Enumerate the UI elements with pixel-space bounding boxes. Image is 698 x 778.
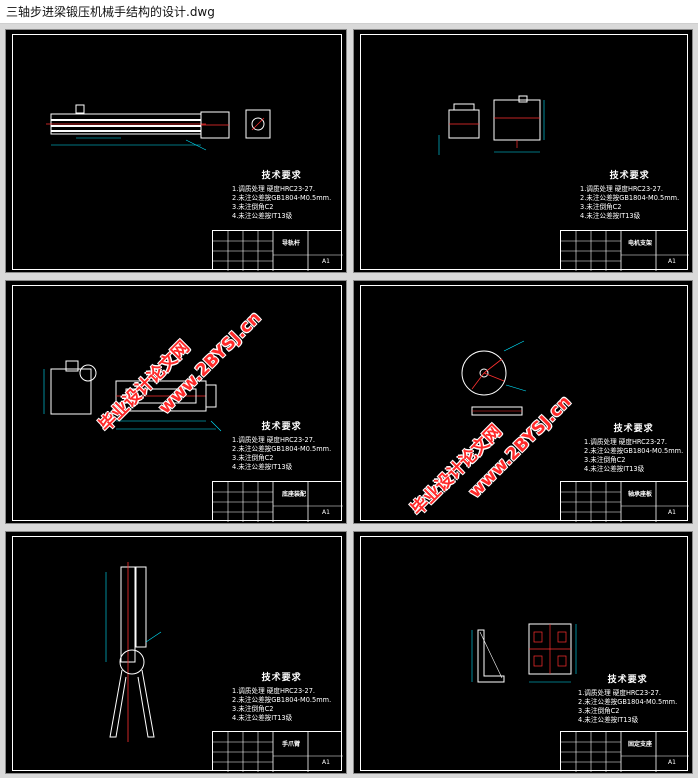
title-block-name: 电机支架 [628, 240, 653, 247]
requirement-line-2: 2.未注公差按GB1804-M0.5mm. [578, 698, 678, 706]
drawing-sheet-grid: 技术要求 1.调质处理 硬度HRC23-27. 2.未注公差按GB1804-M0… [0, 24, 698, 778]
technical-requirements-heading: 技术要求 [613, 424, 654, 434]
requirement-line-4: 4.未注公差按IT13级 [232, 714, 293, 722]
requirement-line-1: 1.调质处理 硬度HRC23-27. [232, 687, 316, 695]
title-block-name: 固定支座 [628, 741, 653, 748]
technical-requirements-heading: 技术要求 [609, 171, 650, 181]
requirement-line-2: 2.未注公差按GB1804-M0.5mm. [584, 447, 684, 455]
requirement-line-1: 1.调质处理 硬度HRC23-27. [578, 689, 662, 697]
technical-requirements: 技术要求 1.调质处理 硬度HRC23-27. 2.未注公差按GB1804-M0… [232, 670, 331, 723]
technical-requirements-heading: 技术要求 [261, 422, 302, 432]
title-block-size: A1 [668, 258, 676, 265]
title-block [560, 731, 689, 772]
sheet-frame [12, 536, 342, 771]
title-block [212, 230, 343, 271]
requirement-line-4: 4.未注公差按IT13级 [584, 465, 645, 473]
technical-requirements: 技术要求 1.调质处理 硬度HRC23-27. 2.未注公差按GB1804-M0… [580, 168, 679, 221]
sheet-frame [360, 536, 688, 771]
requirement-line-4: 4.未注公差按IT13级 [232, 212, 293, 220]
title-block-size: A1 [322, 509, 330, 516]
requirement-line-3: 3.未注倒角C2 [580, 203, 622, 211]
sheet-frame [12, 34, 342, 270]
title-block-size: A1 [322, 258, 330, 265]
title-block-size: A1 [668, 759, 676, 766]
requirement-line-2: 2.未注公差按GB1804-M0.5mm. [580, 194, 680, 202]
technical-requirements-heading: 技术要求 [261, 171, 302, 181]
drawing-sheet-1[interactable]: 技术要求 1.调质处理 硬度HRC23-27. 2.未注公差按GB1804-M0… [5, 29, 347, 273]
sheet-1-drawing [46, 104, 271, 151]
drawing-sheet-6[interactable]: 技术要求 1.调质处理 硬度HRC23-27. 2.未注公差按GB1804-M0… [353, 531, 693, 774]
technical-requirements: 技术要求 1.调质处理 硬度HRC23-27. 2.未注公差按GB1804-M0… [584, 421, 683, 474]
technical-requirements-heading: 技术要求 [261, 673, 302, 683]
title-block [212, 731, 343, 772]
requirement-line-4: 4.未注公差按IT13级 [578, 716, 639, 724]
sheet-5-drawing [105, 562, 162, 742]
requirement-line-4: 4.未注公差按IT13级 [232, 463, 293, 471]
requirement-line-3: 3.未注倒角C2 [232, 454, 274, 462]
requirement-line-2: 2.未注公差按GB1804-M0.5mm. [232, 194, 332, 202]
sheet-frame [360, 34, 688, 270]
sheet-6-drawing [471, 623, 577, 683]
technical-requirements-heading: 技术要求 [607, 675, 648, 685]
requirement-line-4: 4.未注公差按IT13级 [580, 212, 641, 220]
title-block-name: 轴承座板 [628, 491, 653, 498]
technical-requirements: 技术要求 1.调质处理 硬度HRC23-27. 2.未注公差按GB1804-M0… [578, 672, 677, 725]
sheet-4-drawing [461, 340, 527, 416]
requirement-line-2: 2.未注公差按GB1804-M0.5mm. [232, 445, 332, 453]
title-block-name: 底座装配 [282, 491, 307, 498]
requirement-line-1: 1.调质处理 硬度HRC23-27. [584, 438, 668, 446]
sheet-frame [12, 285, 342, 521]
requirement-line-2: 2.未注公差按GB1804-M0.5mm. [232, 696, 332, 704]
title-block-name: 导轨杆 [282, 240, 301, 247]
technical-requirements: 技术要求 1.调质处理 硬度HRC23-27. 2.未注公差按GB1804-M0… [232, 419, 331, 472]
requirement-line-3: 3.未注倒角C2 [584, 456, 626, 464]
drawing-sheet-2[interactable]: 技术要求 1.调质处理 硬度HRC23-27. 2.未注公差按GB1804-M0… [353, 29, 693, 273]
drawing-sheet-4[interactable]: 技术要求 1.调质处理 硬度HRC23-27. 2.未注公差按GB1804-M0… [353, 280, 693, 524]
technical-requirements: 技术要求 1.调质处理 硬度HRC23-27. 2.未注公差按GB1804-M0… [232, 168, 331, 221]
requirement-line-1: 1.调质处理 硬度HRC23-27. [232, 185, 316, 193]
title-block [560, 481, 689, 522]
drawing-sheet-5[interactable]: 技术要求 1.调质处理 硬度HRC23-27. 2.未注公差按GB1804-M0… [5, 531, 347, 774]
requirement-line-3: 3.未注倒角C2 [232, 203, 274, 211]
sheet-frame [360, 285, 688, 521]
title-block-size: A1 [668, 509, 676, 516]
requirement-line-1: 1.调质处理 硬度HRC23-27. [232, 436, 316, 444]
title-block-size: A1 [322, 759, 330, 766]
requirement-line-3: 3.未注倒角C2 [578, 707, 620, 715]
title-block-name: 手爪臂 [282, 741, 301, 748]
requirement-line-3: 3.未注倒角C2 [232, 705, 274, 713]
sheet-3-drawing [43, 360, 222, 432]
drawing-sheet-3[interactable]: 技术要求 1.调质处理 硬度HRC23-27. 2.未注公差按GB1804-M0… [5, 280, 347, 524]
title-block [212, 481, 343, 522]
requirement-line-1: 1.调质处理 硬度HRC23-27. [580, 185, 664, 193]
title-block [560, 230, 689, 271]
window-title: 三轴步进梁锻压机械手结构的设计.dwg [0, 0, 698, 24]
sheet-2-drawing [438, 95, 545, 155]
